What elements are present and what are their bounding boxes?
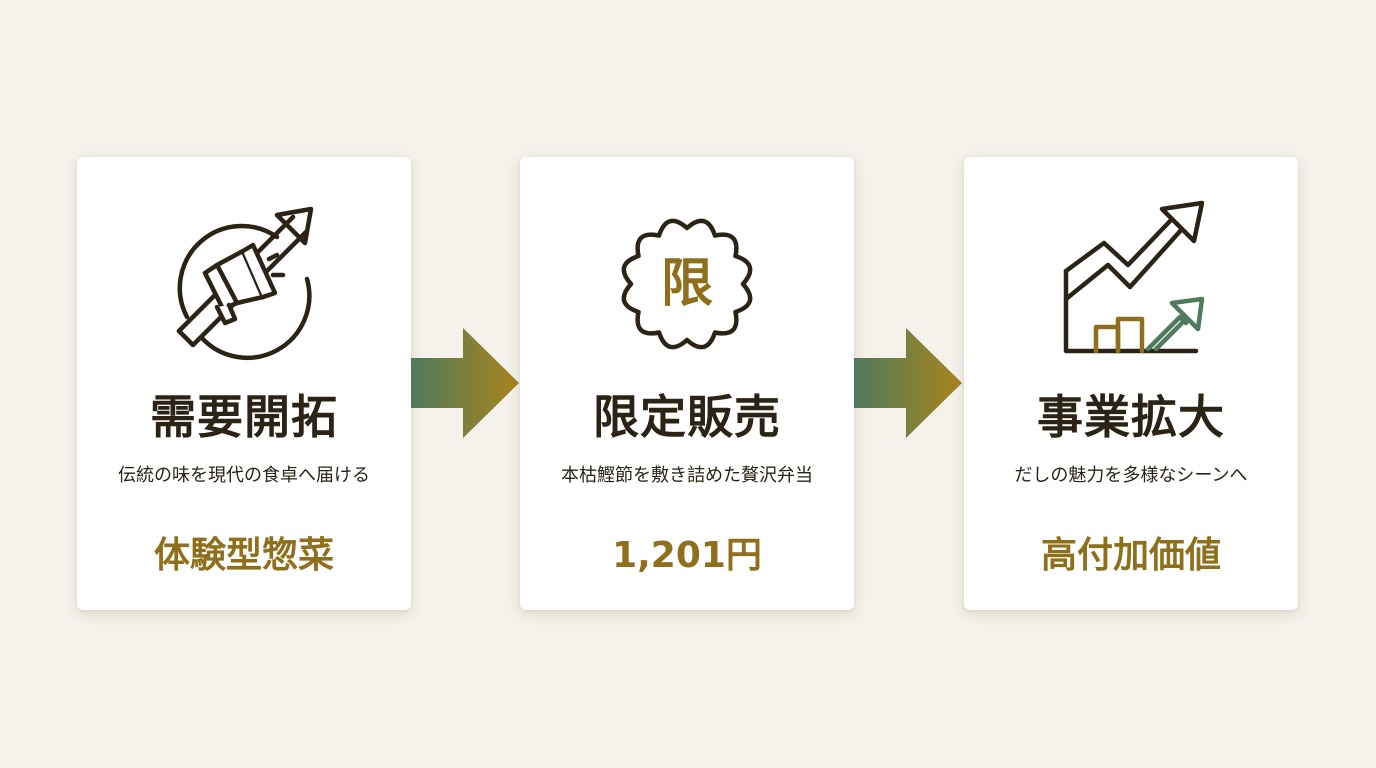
- card-title: 限定販売: [593, 390, 781, 444]
- card-subtitle: 伝統の味を現代の食卓へ届ける: [118, 465, 370, 486]
- card-highlight: 体験型惣菜: [153, 535, 334, 576]
- step-card-expansion: 事業拡大 だしの魅力を多様なシーンへ 高付加価値: [964, 157, 1298, 610]
- card-title: 事業拡大: [1037, 390, 1225, 444]
- step-card-demand: 需要開拓 伝統の味を現代の食卓へ届ける 体験型惣菜: [77, 157, 411, 610]
- seal-badge-text: 限: [661, 254, 713, 314]
- card-title: 需要開拓: [150, 390, 338, 444]
- arrow-right-icon: [854, 328, 964, 438]
- limited-seal-icon: 限: [602, 199, 772, 369]
- card-subtitle: 本枯鰹節を敷き詰めた贅沢弁当: [561, 465, 813, 486]
- megaphone-arrow-icon: [159, 199, 329, 369]
- card-highlight: 高付加価値: [1040, 535, 1221, 576]
- arrow-right-icon: [411, 328, 521, 438]
- card-price: 1,201円: [612, 535, 762, 576]
- step-card-limited-sale: 限 限定販売 本枯鰹節を敷き詰めた贅沢弁当 1,201円: [520, 157, 854, 610]
- card-subtitle: だしの魅力を多様なシーンへ: [1014, 465, 1248, 486]
- growth-chart-icon: [1046, 199, 1216, 369]
